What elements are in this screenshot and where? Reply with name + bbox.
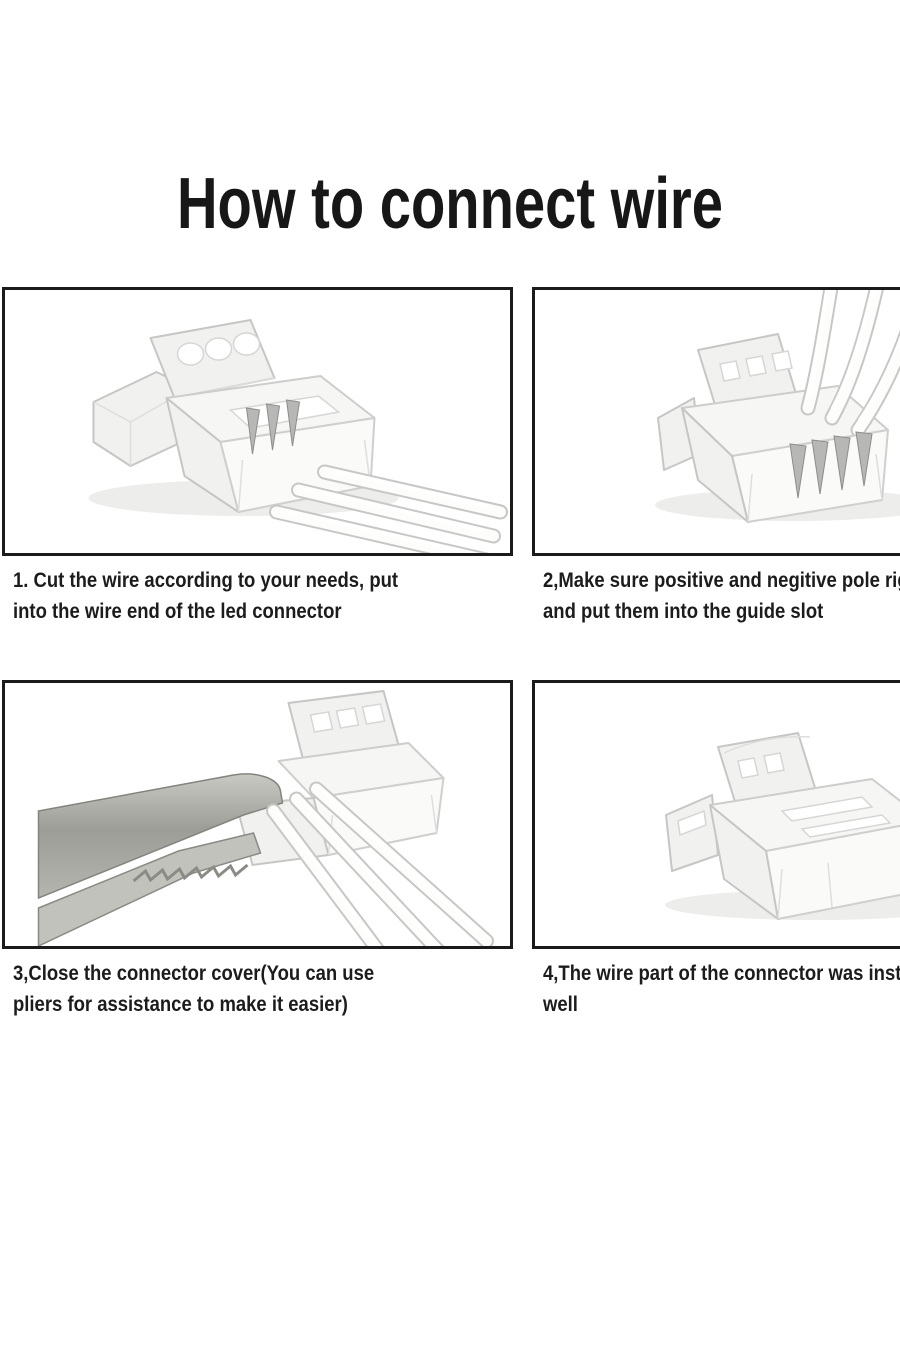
step1-photo <box>2 287 513 556</box>
connector-open-with-wires-illustration <box>88 319 508 553</box>
inserted-wires <box>800 290 900 438</box>
step4-photo <box>532 680 900 949</box>
step-3: 3,Close the connector cover(You can use … <box>2 680 513 1020</box>
metal-prongs <box>789 431 873 499</box>
step2-photo <box>532 287 900 556</box>
step3-photo <box>2 680 513 949</box>
step1-caption: 1. Cut the wire according to your needs,… <box>13 569 399 623</box>
steps-grid: 1. Cut the wire according to your needs,… <box>2 287 900 1020</box>
step-4: 4,The wire part of the connector was ins… <box>532 680 900 1020</box>
metal-prongs <box>245 399 301 455</box>
connector-cover-open <box>697 333 797 409</box>
connector-back-clip <box>665 794 719 872</box>
installed-wires <box>266 781 494 946</box>
step-1: 1. Cut the wire according to your needs,… <box>2 287 513 627</box>
wires-in-guide-slot-illustration <box>655 290 900 523</box>
step4-caption: 4,The wire part of the connector was ins… <box>543 962 900 1016</box>
page-title: How to connect wire <box>176 164 724 244</box>
connector-installed-illustration <box>665 732 900 920</box>
connector-cover-closed <box>717 732 817 806</box>
connector-body <box>165 375 376 513</box>
pliers-closing-connector-illustration <box>37 690 494 946</box>
connector-cover-open <box>149 319 276 399</box>
connector-body <box>709 778 900 920</box>
loose-wires <box>269 464 508 553</box>
connector-back-clip <box>92 371 192 467</box>
pliers-upper-jaw <box>37 773 284 900</box>
connector-body-front <box>681 407 889 523</box>
step2-caption: 2,Make sure positive and negitive pole r… <box>543 569 900 623</box>
step3-caption: 3,Close the connector cover(You can use … <box>13 962 375 1016</box>
step-2: 2,Make sure positive and negitive pole r… <box>532 287 900 627</box>
instruction-sheet: How to connect wire <box>0 168 900 1020</box>
pliers-lower-jaw <box>37 832 262 946</box>
connector-cover-closing <box>287 690 400 762</box>
